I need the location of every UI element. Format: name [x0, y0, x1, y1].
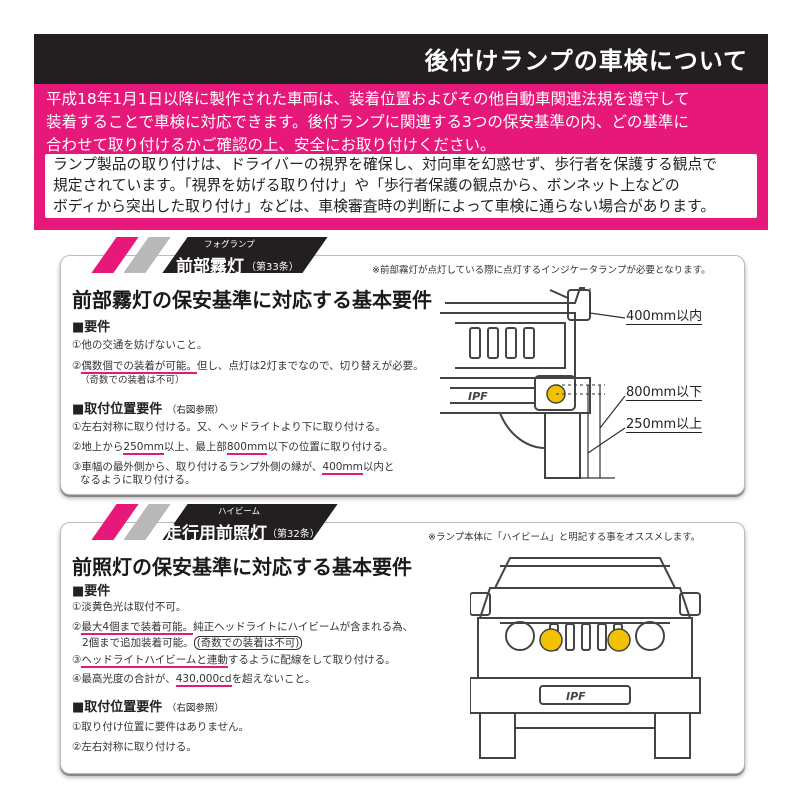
fog-pos-3-a: ③車幅の最外側から、取り付けるランプ外側の縁が、 — [72, 461, 323, 473]
high-req-title: ■要件 — [72, 584, 111, 599]
brand-logo: IPF — [566, 690, 586, 703]
high-req-2: ②最大4個まで装着可能。純正ヘッドライトにハイビームが含まれる為、 — [72, 620, 414, 635]
high-req-2b: 2個まで追加装着可能。(奇数での装着は不可) — [82, 636, 303, 650]
high-req-3: ③ヘッドライトハイビームと連動するように配線をして取り付ける。 — [72, 653, 396, 668]
intro-line: 平成18年1月1日以降に製作された車両は、装着位置およびその他自動車関連法規を遵… — [46, 90, 690, 108]
fog-pos-2: ②地上から250mm以上、最上部800mm以下の位置に取り付ける。 — [72, 440, 394, 455]
dim-250-text: 250mm以上 — [626, 417, 703, 433]
note-line: ランプ製品の取り付けは、ドライバーの視界を確保し、対向車を幻惑せず、歩行者を保護… — [53, 156, 718, 173]
fog-tab-subtitle: フォグランプ — [204, 240, 255, 250]
high-req-2-num: ② — [72, 621, 82, 633]
fog-req-title: ■要件 — [72, 320, 111, 335]
high-req-2b-boxed: (奇数での装着は不可) — [193, 636, 303, 650]
fog-pos-2-a: ②地上から — [72, 441, 124, 453]
fog-tab-title: 前部霧灯 — [176, 257, 244, 277]
fog-req-2-rest: 但し、点灯は2灯までなので、切り替えが必要。 — [196, 360, 424, 372]
intro-line: 装着することで車検に対応できます。後付ランプに関連する3つの保安基準の内、どの基… — [46, 113, 689, 131]
intro-line: 合わせて取り付けるかご確認の上、安全にお取り付けください。 — [46, 136, 496, 154]
dim-800-text: 800mm以下 — [626, 385, 703, 401]
fog-pos-3-c: 以内と — [362, 461, 395, 473]
high-beam-panel — [60, 522, 745, 774]
high-note: ※ランプ本体に「ハイビーム」と明記する事をオススメします。 — [428, 532, 701, 543]
fog-pos-2-c: 以上、最上部 — [163, 441, 227, 453]
high-req-4-c: を超えないこと。 — [231, 673, 316, 685]
fog-pos-2-800: 800mm — [226, 441, 268, 455]
dim-250: 250mm以上 — [626, 413, 703, 433]
high-req-2b-text: 2個まで追加装着可能。 — [82, 637, 194, 649]
intro-text: 平成18年1月1日以降に製作された車両は、装着位置およびその他自動車関連法規を遵… — [46, 88, 761, 157]
high-pos-title: ■取付位置要件 （右図参照） — [72, 696, 224, 715]
high-tab-subtitle: ハイビーム — [218, 507, 261, 517]
high-beam-lamp-right — [607, 628, 631, 652]
high-req-4-cd: 430,000cd — [175, 673, 232, 687]
fog-pos-title-text: ■取付位置要件 — [72, 402, 163, 417]
high-pos-title-text: ■取付位置要件 — [72, 700, 163, 715]
high-pos-1: ①取り付け位置に要件はありません。 — [72, 721, 250, 733]
high-req-4: ④最高光度の合計が、430,000cdを超えないこと。 — [72, 672, 316, 687]
high-car-illustration: IPF — [470, 557, 701, 759]
dim-800: 800mm以下 — [626, 381, 703, 401]
fog-req-2: ②偶数個での装着が可能。但し、点灯は2灯までなので、切り替えが必要。 — [72, 359, 424, 374]
note-line: 規定されています。「視界を妨げる取り付け」や「歩行者保護の観点から、ボンネット上… — [53, 177, 680, 194]
high-req-3-highlight: ヘッドライトハイビームと連動 — [81, 654, 228, 668]
high-beam-lamp-left — [539, 628, 563, 652]
high-heading: 前照灯の保安基準に対応する基本要件 — [72, 555, 412, 579]
note-line: ボディから突出した取り付け」などは、車検審査時の判断によって車検に通らない場合が… — [53, 198, 716, 215]
high-req-2-rest: 純正ヘッドライトにハイビームが含まれる為、 — [193, 621, 414, 633]
fog-pos-ref: （右図参照） — [166, 405, 224, 416]
fog-pos-3b: なるように取り付ける。 — [80, 474, 196, 486]
high-req-3-num: ③ — [72, 654, 82, 666]
dim-400: 400mm以内 — [626, 305, 703, 325]
fog-pos-3: ③車幅の最外側から、取り付けるランプ外側の縁が、400mm以内と — [72, 460, 395, 475]
brand-logo: IPF — [468, 390, 488, 403]
caution-note: ランプ製品の取り付けは、ドライバーの視界を確保し、対向車を幻惑せず、歩行者を保護… — [45, 154, 757, 218]
high-pos-2: ②左右対称に取り付ける。 — [72, 741, 197, 753]
fog-req-1: ①他の交通を妨げないこと。 — [72, 339, 208, 351]
high-req-1: ①淡黄色光は取付不可。 — [72, 601, 187, 613]
fog-pos-3-400: 400mm — [322, 461, 363, 475]
high-tab-article: （第32条） — [267, 529, 320, 540]
fog-tab-article: （第33条） — [246, 262, 299, 273]
high-req-2-highlight: 最大4個まで装着可能。 — [81, 621, 194, 635]
fog-car-illustration: IPF — [440, 287, 626, 479]
fog-req-2-highlight: 偶数個での装着が可能。 — [81, 360, 197, 374]
page-title: 後付けランプの車検について — [424, 47, 748, 75]
fog-heading: 前部霧灯の保安基準に対応する基本要件 — [72, 288, 432, 312]
fog-pos-2-e: 以下の位置に取り付ける。 — [267, 441, 394, 453]
high-req-3-rest: するように配線をして取り付ける。 — [227, 654, 396, 666]
fog-pos-1: ①左右対称に取り付ける。又、ヘッドライトより下に取り付ける。 — [72, 421, 386, 433]
fog-pos-2-250: 250mm — [123, 441, 164, 455]
high-pos-ref: （右図参照） — [166, 703, 224, 714]
fog-pos-title: ■取付位置要件 （右図参照） — [72, 398, 224, 417]
fog-req-2b: （奇数での装着は不可） — [80, 375, 185, 386]
high-tab-title: 走行用前照灯 — [165, 524, 267, 544]
intro-box: 平成18年1月1日以降に製作された車両は、装着位置およびその他自動車関連法規を遵… — [34, 84, 768, 230]
dim-400-text: 400mm以内 — [626, 309, 703, 325]
fog-note: ※前部霧灯が点灯している際に点灯するインジケータランプが必要となります。 — [372, 265, 711, 276]
high-req-4-a: ④最高光度の合計が、 — [72, 673, 176, 685]
fog-lamp-panel — [60, 255, 745, 495]
title-bar: 後付けランプの車検について — [34, 34, 768, 84]
fog-req-2-num: ② — [72, 360, 82, 372]
